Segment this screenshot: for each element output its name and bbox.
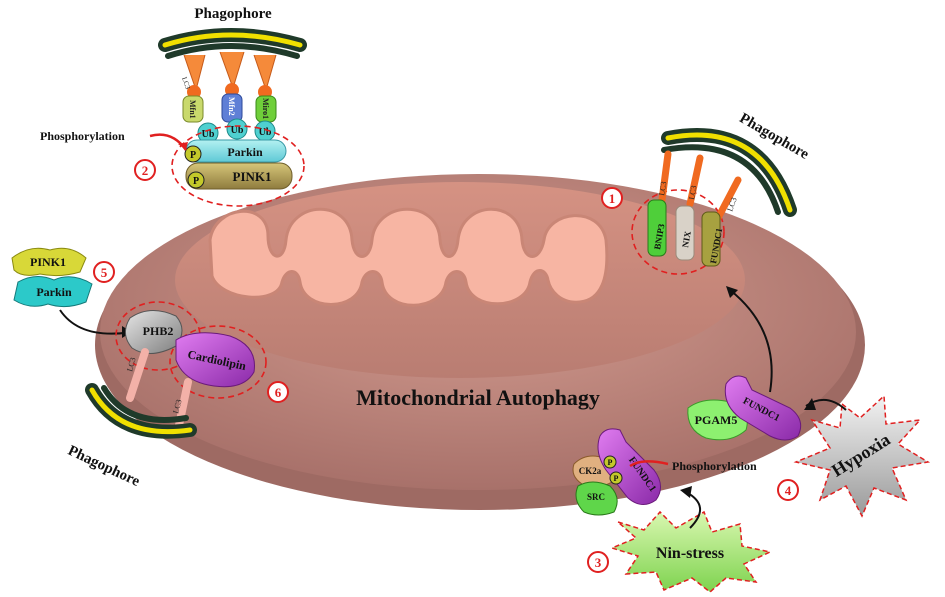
number-6: 6 — [275, 385, 282, 400]
src-protein — [575, 481, 618, 516]
phospho-p-1 — [184, 145, 202, 163]
number-2-badge: 2 — [134, 159, 156, 181]
phospho-p-3 — [603, 455, 617, 469]
parkin-left-label: Parkin — [36, 285, 72, 299]
phagophore-bottom-left-label: Phagophore — [65, 443, 142, 490]
lc3-link-left-2 — [174, 378, 192, 434]
highlight-circle-2 — [171, 125, 305, 207]
hypoxia-starburst: Hypoxia — [793, 394, 931, 518]
number-3-badge: 3 — [587, 551, 609, 573]
phosphorylation-top-arrow — [149, 133, 188, 151]
parkin-label: Parkin — [227, 145, 263, 159]
cardiolipin-protein — [175, 332, 255, 388]
p-label: P — [614, 474, 619, 483]
lc3-link-left-1 — [126, 348, 149, 402]
ubiquitin-1: Ub — [197, 122, 219, 144]
lc3-label: LC3 — [657, 181, 668, 197]
mfn1-protein — [182, 95, 204, 123]
parkin-shape-left — [13, 276, 93, 308]
phosphorylation-top-label: Phosphorylation — [40, 129, 125, 143]
phb2-cardiolipin: PHB2 Cardiolipin — [115, 301, 267, 399]
ub-label: Ub — [259, 127, 272, 138]
phospho-p-4 — [609, 471, 623, 485]
mfn1-label: Mfn1 — [188, 100, 197, 119]
miro1-label: Miro1 — [261, 98, 270, 119]
number-5: 5 — [101, 265, 108, 280]
lc3-label: LC3 — [687, 185, 698, 201]
number-3: 3 — [595, 555, 602, 570]
ck2a-src-fundc1: CK2a SRC FUNDC1 P P — [572, 428, 661, 516]
arrow-fundc1-to-receptors — [729, 289, 773, 393]
ubiquitin-2: Ub — [226, 118, 248, 140]
phagophore-right: Phagophore — [661, 110, 812, 217]
nin-stress-starburst: Nin-stress — [609, 510, 773, 593]
number-4-badge: 4 — [777, 479, 799, 501]
pgam5-fundc1: PGAM5 FUNDC1 — [687, 375, 802, 441]
fundc1-protein-right — [701, 211, 721, 267]
lc3-receptor-2 — [219, 51, 245, 97]
pink1-label: PINK1 — [233, 169, 272, 184]
phagophore-top-label: Phagophore — [194, 6, 272, 22]
ck2a-label: CK2a — [579, 466, 602, 476]
nix-protein — [675, 205, 695, 261]
highlight-circle-1 — [631, 189, 725, 275]
lc3-top-group: LC3 Mfn1 Mfn2 Miro1 Ub Ub Ub — [180, 51, 277, 144]
pink1-protein — [185, 162, 293, 190]
pink1-left-label: PINK1 — [30, 255, 66, 269]
pink1-shape-left — [11, 247, 87, 277]
p-label: P — [190, 150, 196, 161]
phosphorylation-bottom-label: Phosphorylation — [672, 459, 757, 473]
lc3-label: LC3 — [125, 356, 137, 372]
number-5-badge: 5 — [93, 261, 115, 283]
pink1-parkin-left: PINK1 Parkin — [11, 247, 93, 308]
lc3-receptor-1: LC3 — [180, 54, 206, 99]
lc3-label: LC3 — [180, 76, 192, 91]
fundc1-protein-stress — [597, 428, 661, 505]
number-6-badge: 6 — [267, 381, 289, 403]
lc3-label: LC3 — [171, 398, 183, 414]
ub-label: Ub — [231, 125, 244, 136]
number-2: 2 — [142, 163, 149, 178]
nix-label: NIX — [680, 230, 693, 248]
p-label: P — [608, 458, 613, 467]
highlight-circle-6 — [169, 325, 267, 399]
phosphorylation-bottom-arrow — [629, 460, 669, 468]
src-label: SRC — [587, 492, 605, 502]
parkin-pink1-complex: Parkin PINK1 P P — [171, 125, 305, 207]
p-label: P — [193, 176, 199, 187]
phagophore-top: Phagophore — [158, 6, 307, 59]
diagram-title: Mitochondrial Autophagy — [356, 385, 600, 410]
bnip3-label: BNIP3 — [652, 223, 666, 251]
phospho-p-2 — [187, 171, 205, 189]
cristae — [208, 207, 609, 307]
lc3-receptor-3 — [253, 54, 277, 99]
number-1-badge: 1 — [601, 187, 623, 209]
ub-label: Ub — [202, 129, 215, 140]
mfn2-label: Mfn2 — [227, 97, 236, 116]
receptors-right: BNIP3 NIX FUNDC1 LC3 LC3 LC3 — [631, 150, 742, 275]
nin-stress-label: Nin-stress — [656, 545, 724, 562]
fundc1-protein-hypoxia — [724, 375, 802, 441]
bnip3-protein — [647, 199, 667, 257]
mitochondrion: Mitochondrial Autophagy — [95, 174, 865, 510]
number-4: 4 — [785, 483, 792, 498]
phb2-label: PHB2 — [143, 324, 174, 338]
pgam5-label: PGAM5 — [695, 413, 738, 427]
ubiquitin-3: Ub — [254, 120, 276, 142]
number-1: 1 — [609, 191, 616, 206]
arrow-parkin-to-phb2 — [59, 309, 133, 335]
